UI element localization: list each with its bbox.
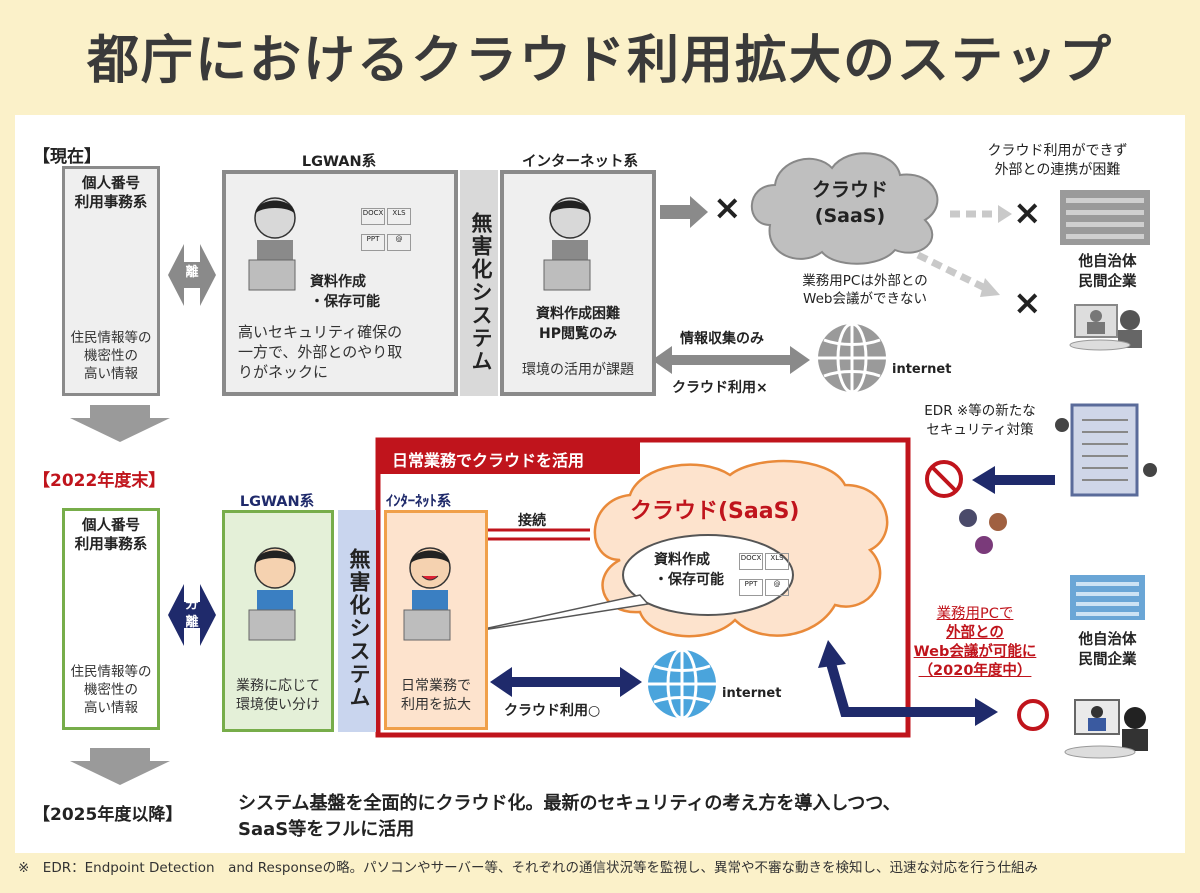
y2025-text: システム基盤を全面的にクラウド化。最新のセキュリティの考え方を導入しつつ、 Sa… [238,793,901,840]
building-icon [1070,575,1145,620]
xls-icon: XLS [765,553,789,570]
internet-system-label: ｲﾝﾀｰﾈｯﾄ系 [386,494,452,510]
current-heading: 【現在】 [33,147,101,167]
mynumber-box-current: 個人番号 利用事務系 住民情報等の 機密性の 高い情報 [62,166,160,396]
ok-circle-icon [1017,699,1049,731]
cloud-current-label: クラウド (SaaS) [790,177,910,229]
cloud-use-ng-label: クラウド利用× [672,380,768,396]
docx-icon: DOCX [739,553,763,570]
mynumber-desc: 住民情報等の 機密性の 高い情報 [70,330,152,382]
edr-block-arrow [972,466,1055,494]
separation-arrow [168,244,216,306]
virus-icon [959,418,1157,554]
video-conference-icon [1069,304,1142,351]
bubble-text: 資料作成 ・保存可能 [654,552,724,588]
down-arrow-1 [70,405,170,442]
mynumber-box-2022: 個人番号 利用事務系 住民情報等の 機密性の 高い情報 [62,508,160,730]
separation-label: 分離 [185,247,199,280]
info-double-arrow [652,346,810,374]
dashed-arrow-to-other [916,210,998,292]
page-title: 都庁におけるクラウド利用拡大のステップ [86,31,1113,91]
harmless-label: 無害化システム [347,548,371,709]
cloud-use-double-arrow [490,667,642,697]
webconf-line2: 外部との [946,625,1004,641]
webconf-line4: （2020年度中） [918,663,1032,679]
globe-icon [818,322,886,394]
frame-title: 日常業務でクラウドを活用 [392,451,585,470]
xls-icon: XLS [387,208,411,225]
prohibited-icon [925,460,963,498]
connect-line [488,528,590,541]
docx-icon: DOCX [361,208,385,225]
down-arrow-2 [70,748,170,785]
edr-note: EDR ※等の新たな セキュリティ対策 [924,403,1036,438]
person-troubled-icon [543,197,591,291]
gray-arrow-to-cross [660,196,708,228]
cloud-shape-current [750,152,939,265]
lgwan-label: LGWAN系 [239,494,315,510]
webconf-unavailable-note: 業務用PCは外部との Web会議ができない [802,273,928,307]
internet-system-label: インターネット系 [522,154,638,170]
cross-icon: × [713,188,742,228]
harmless-label: 無害化システム [469,212,493,373]
info-only-label: 情報収集のみ [680,331,764,347]
mail-icon: @ [765,579,789,596]
internet-desc: 日常業務で 利用を拡大 [401,678,471,713]
other-org-label: 他自治体 民間企業 [1078,254,1137,290]
internet-label: internet [722,686,782,701]
internet-desc-bold: 資料作成困難 HP閲覧のみ [536,306,620,342]
cloud-line2: (SaaS) [814,205,886,227]
cross-icon: × [1013,283,1042,323]
internet-label: internet [892,362,952,377]
bubble-text: 資料作成 ・保存可能 [310,274,380,310]
building-icon [1060,190,1150,245]
lgwan-label: LGWAN系 [301,154,377,170]
person-icon [248,197,296,291]
frame-title-bg [378,440,640,474]
cloud-line1: クラウド [811,179,888,201]
navy-return-arrow [818,640,998,726]
cloud-saas-label: クラウド(SaaS) [630,499,800,524]
harmless-system-2022: 無害化システム [338,510,376,732]
y2025-heading: 【2025年度以降】 [33,805,183,825]
cloud-usage-frame [375,437,911,738]
internet-desc: 環境の活用が課題 [522,362,634,378]
webconf-note: 業務用PCで 外部との Web会議が可能に （2020年度中） [910,605,1040,681]
video-conference-icon [1064,699,1148,759]
mail-icon: @ [387,234,411,251]
y2022-heading: 【2022年度末】 [33,471,166,491]
globe-icon [648,648,716,720]
monitor-document-icon [1070,403,1139,497]
lgwan-desc: 高いセキュリティ確保の 一方で、外部とのやり取 りがネックに [238,323,403,381]
cloud-unavailable-note: クラウド利用ができず 外部との連携が困難 [987,143,1128,178]
ppt-icon: PPT [361,234,385,251]
mynumber-desc: 住民情報等の 機密性の 高い情報 [70,664,152,716]
separation-label: 分離 [185,597,199,630]
harmless-system-current: 無害化システム [460,170,498,396]
webconf-line1: 業務用PCで [936,606,1014,622]
lgwan-desc: 業務に応じて 環境使い分け [236,678,320,713]
separation-arrow [168,584,216,646]
person-icon [248,547,296,641]
cloud-use-ok-label: クラウド利用○ [504,703,601,719]
cross-icon: × [1013,193,1042,233]
ppt-icon: PPT [739,579,763,596]
other-org-label: 他自治体 民間企業 [1078,632,1137,668]
footnote: ※ EDR：Endpoint Detection and Responseの略。… [18,860,1038,876]
person-smiling-icon [403,547,451,641]
mynumber-title: 個人番号 利用事務系 [74,176,148,211]
webconf-line3: Web会議が可能に [913,644,1037,660]
mynumber-title: 個人番号 利用事務系 [74,518,148,553]
connect-label: 接続 [518,513,546,529]
